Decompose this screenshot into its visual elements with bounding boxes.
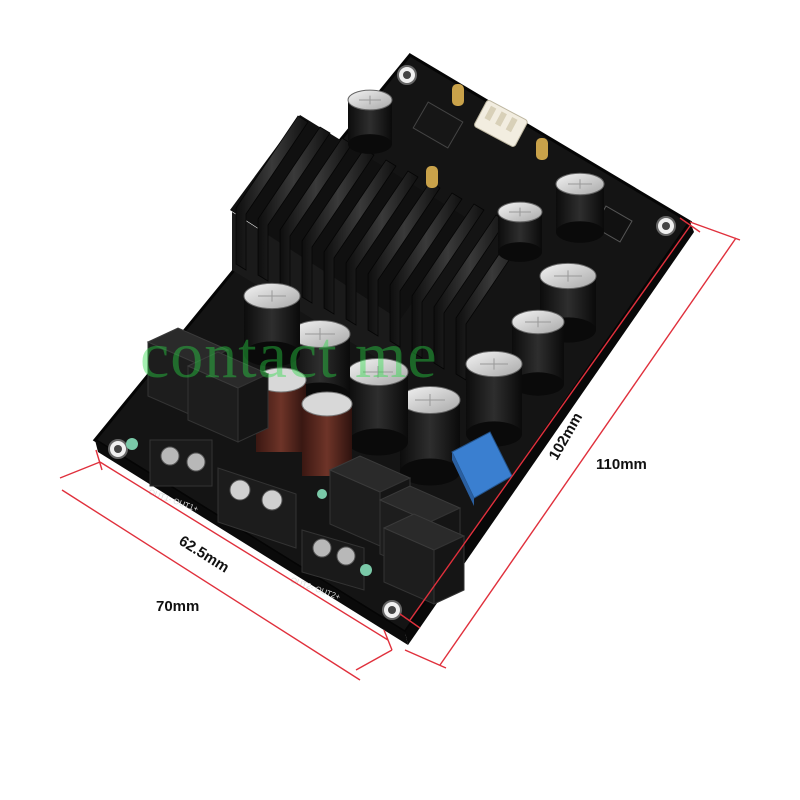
capacitor bbox=[555, 172, 605, 243]
heatsink-fin bbox=[389, 192, 463, 348]
output-inductors bbox=[146, 327, 466, 605]
heatsink-fin bbox=[257, 126, 331, 282]
ceramic-capacitors bbox=[126, 438, 372, 576]
terminal-block-out1 bbox=[149, 439, 213, 487]
heatsink-fin bbox=[411, 203, 485, 359]
inductor bbox=[382, 513, 466, 605]
dimension-lines bbox=[59, 217, 741, 681]
capacitor bbox=[497, 201, 543, 262]
dimension-label-width-outer: 70mm bbox=[156, 598, 200, 615]
capacitor bbox=[465, 350, 523, 447]
inductor bbox=[186, 351, 270, 443]
heatsink bbox=[230, 115, 529, 381]
capacitor bbox=[511, 309, 565, 396]
capacitor bbox=[347, 358, 409, 456]
capacitor bbox=[347, 89, 393, 154]
terminal-block-power bbox=[217, 467, 297, 549]
dimension-label-length-outer: 110mm bbox=[596, 456, 647, 473]
signal-connector bbox=[474, 99, 528, 147]
capacitor bbox=[243, 282, 301, 367]
film-capacitor bbox=[451, 431, 513, 506]
terminal-block-out2 bbox=[301, 529, 365, 591]
capacitor bbox=[399, 386, 461, 486]
watermark-text: contact me bbox=[140, 319, 438, 392]
heatsink-fin bbox=[345, 170, 419, 326]
heatsink-fin bbox=[235, 115, 309, 271]
heatsink-fin bbox=[323, 159, 397, 315]
small-capacitor bbox=[426, 84, 548, 188]
